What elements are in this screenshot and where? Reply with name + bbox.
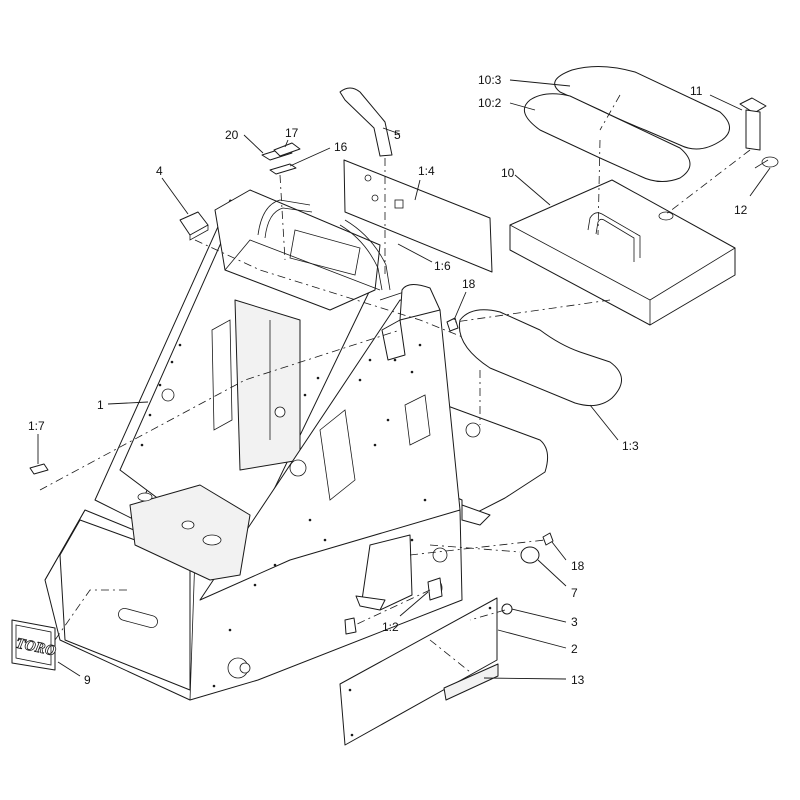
leader-lines	[37, 79, 771, 680]
grommet-1-2	[344, 577, 443, 635]
clip-12	[754, 156, 779, 169]
callout-1-3: 1:3	[622, 439, 639, 453]
callout-1-4: 1:4	[418, 164, 435, 178]
callout-5: 5	[394, 128, 401, 142]
callout-9: 9	[84, 673, 91, 687]
callout-7: 7	[571, 586, 578, 600]
small-labels	[261, 142, 301, 175]
callout-20: 20	[225, 128, 239, 142]
decal-1-4	[343, 159, 493, 273]
seat-pad-assembly	[509, 65, 736, 326]
callout-10-2: 10:2	[478, 96, 502, 110]
callout-1: 1	[97, 398, 104, 412]
callout-labels: 10:3 10:2 11 5 20 17 16 1:4 10 12 4 1:6 …	[28, 73, 748, 687]
toro-logo-decal: TORO	[11, 619, 58, 671]
callout-10: 10	[501, 166, 515, 180]
cap-4	[179, 211, 209, 241]
callout-18-top: 18	[462, 277, 476, 291]
frame-handles	[257, 199, 391, 291]
callout-1-6: 1:6	[434, 259, 451, 273]
callout-16: 16	[334, 140, 348, 154]
callout-11: 11	[690, 84, 703, 98]
callout-1-7: 1:7	[28, 419, 45, 433]
callout-2: 2	[571, 642, 578, 656]
decal-1-7	[29, 463, 49, 475]
decal-13	[443, 663, 499, 701]
callout-4: 4	[156, 164, 163, 178]
assembly-lines	[39, 94, 751, 673]
callout-10-3: 10:3	[478, 73, 502, 87]
main-frame	[44, 189, 491, 701]
callout-17: 17	[285, 126, 299, 140]
foot-pad-1-3	[458, 309, 622, 407]
callout-12: 12	[734, 203, 748, 217]
bolt-3	[501, 603, 513, 615]
callout-3: 3	[571, 615, 578, 629]
hand-grip	[339, 87, 393, 157]
callout-18-bottom: 18	[571, 559, 585, 573]
callout-1-2: 1:2	[382, 620, 399, 634]
callout-13: 13	[571, 673, 585, 687]
plug-7	[520, 546, 540, 564]
cover-plate-2	[339, 597, 498, 746]
spacer-18	[446, 317, 554, 546]
pin-11	[739, 97, 767, 151]
